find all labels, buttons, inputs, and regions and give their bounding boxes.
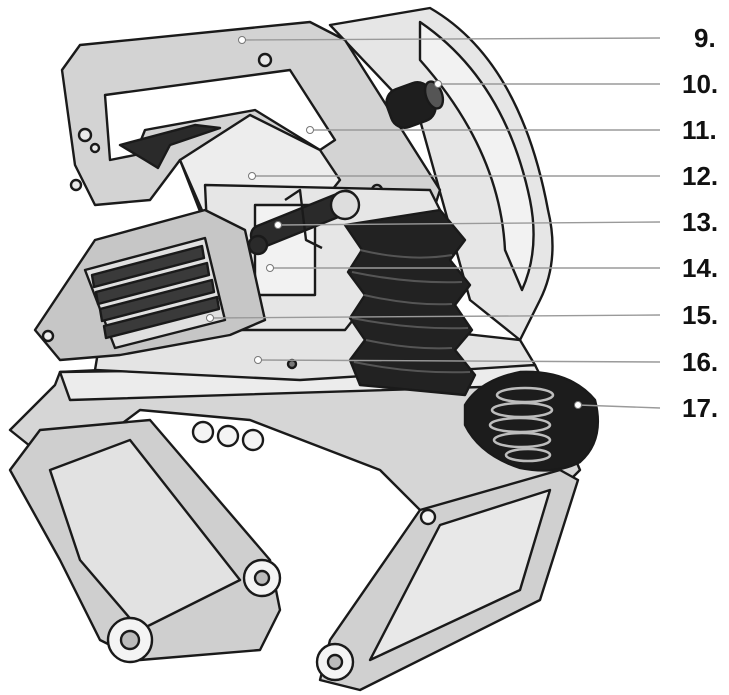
dust-bellows — [343, 208, 477, 397]
callout-layer: 9. 10. 11. 12. 13. 14. 15. 16. 17. — [206, 23, 718, 423]
callout-dot-11 — [306, 126, 314, 134]
callout-dot-9 — [238, 36, 246, 44]
callout-label-17: 17. — [682, 393, 718, 423]
callout-leader-9 — [241, 37, 661, 41]
callout-label-13: 13. — [682, 207, 718, 237]
depth-lever — [247, 188, 361, 256]
callout-label-11: 11. — [682, 115, 717, 145]
callout-dot-12 — [248, 172, 256, 180]
base-frame — [8, 358, 582, 692]
callout-leader-15 — [209, 314, 661, 319]
callout-dot-14 — [266, 264, 274, 272]
callout-label-10: 10. — [682, 69, 718, 99]
motor-vent-grille — [33, 208, 267, 362]
callout-label-12: 12. — [682, 161, 718, 191]
callout-dot-10 — [434, 80, 442, 88]
callout-leader-16 — [257, 359, 661, 363]
callout-dot-16 — [254, 356, 262, 364]
front-knob — [463, 370, 599, 472]
callout-dot-17 — [574, 401, 582, 409]
callout-dot-15 — [206, 314, 214, 322]
callout-dot-13 — [274, 221, 282, 229]
callout-label-14: 14. — [682, 253, 718, 283]
upper-knob — [385, 80, 445, 129]
callout-label-16: 16. — [682, 347, 718, 377]
callout-leader-17 — [577, 404, 661, 409]
callout-label-15: 15. — [682, 300, 718, 330]
callout-label-9: 9. — [694, 23, 716, 53]
callout-leader-13 — [277, 221, 661, 226]
